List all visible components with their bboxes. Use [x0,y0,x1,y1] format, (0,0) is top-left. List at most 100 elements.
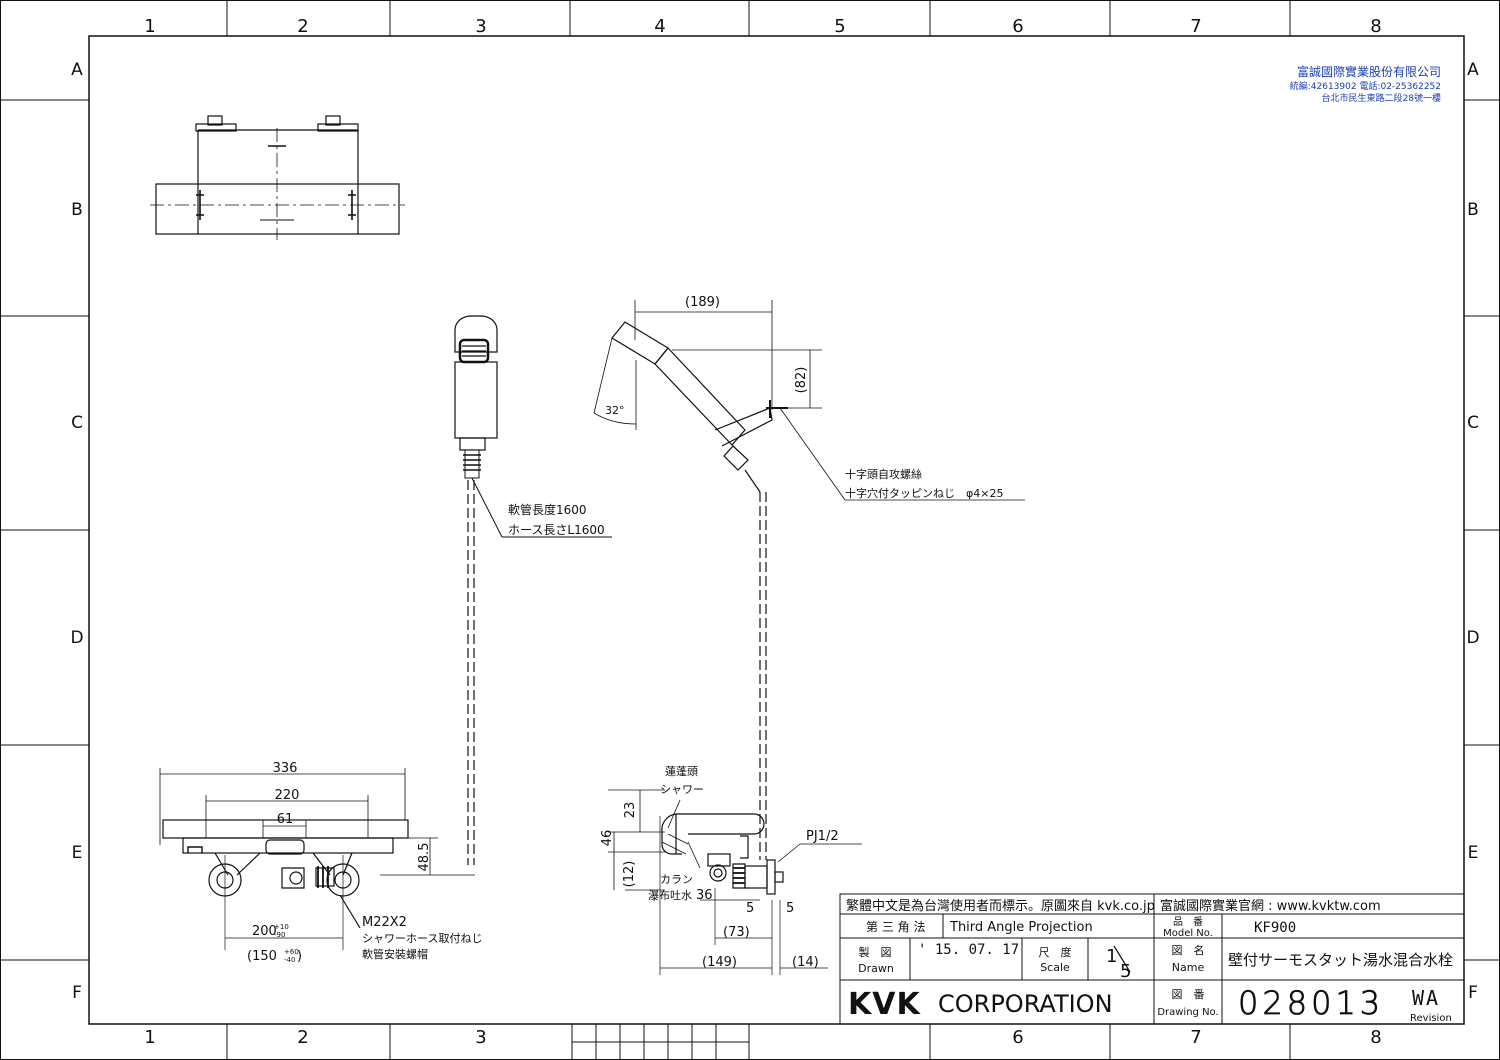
dim-200-tol-up: +10 [274,923,289,931]
dim-61: 61 [277,812,294,827]
row-labels: A B C D E F A B C D E F [70,60,1479,1003]
notice-text: 繁體中文是為台灣使用者而標示。原圖來自 kvk.co.jp [846,898,1155,914]
drawing-label-jp: 図 番 [1172,988,1205,1001]
col-label: 2 [297,1027,308,1048]
shower-head-front [454,315,498,865]
model-label-jp: 品 番 [1173,916,1203,928]
row-label: C [71,413,83,433]
corporation-text: CORPORATION [938,990,1113,1018]
dim-5a: 5 [746,901,754,916]
dim-82: (82) [794,367,809,394]
model-value: KF900 [1254,920,1296,936]
m22-zh: 軟管安裝螺帽 [362,947,428,961]
pj-label: PJ1/2 [806,829,839,844]
dim-220: 220 [275,788,300,803]
row-label: C [1467,413,1479,433]
row-label: A [71,60,83,80]
agent-address: 台北市民生東路二段28號一樓 [1322,92,1441,104]
scale-en: Scale [1040,961,1070,974]
dim-12: (12) [622,861,637,888]
m22-jp: シャワーホース取付ねじ [362,932,482,945]
row-label: E [1468,843,1479,863]
row-label: E [72,843,83,863]
dim-150-tol-up: +60 [284,948,299,956]
agent-info: 富誠國際實業股份有限公司 統編:42613902 電話:02-25362252 … [1290,64,1441,104]
row-label: B [1467,200,1479,220]
dim-150: (150 [247,949,277,964]
scale-denominator: 5 [1120,961,1131,982]
name-label-jp: 図 名 [1172,943,1205,957]
drawn-date: ' 15. 07. 17 [918,942,1019,958]
title-block [839,893,1465,1025]
spout-zh: 瀑布吐水 [648,889,692,902]
row-label: A [1467,60,1479,80]
col-label: 7 [1190,16,1201,37]
dim-lines-c [634,300,1025,501]
drawing-number: 028013 [1238,984,1384,1022]
shower-zh: 蓮蓬頭 [665,764,698,778]
faucet-front [159,768,475,950]
revision-value: WA [1412,986,1440,1010]
brand-logo: KVK [848,987,921,1022]
product-name: 壁付サーモスタット湯水混合水栓 [1228,951,1453,969]
dim-200: 200 [252,924,277,939]
col-label: 3 [475,1027,486,1048]
agent-company: 富誠國際實業股份有限公司 [1297,64,1441,79]
dim-150-tol-dn: -40 [284,956,295,964]
col-label: 6 [1012,1027,1023,1048]
dim-150-close: ) [297,949,302,964]
col-label: 4 [654,16,665,37]
website-text: 富誠國際實業官網 : www.kvktw.com [1160,898,1381,914]
col-label: 7 [1190,1027,1201,1048]
hose-length-jp: ホース長さL1600 [508,523,605,537]
shower-jp: シャワー [660,783,704,796]
dim-46: 46 [600,830,615,847]
screw-zh: 十字頭自攻螺絲 [845,467,922,481]
drawn-en: Drawn [858,962,894,975]
dim-5b: 5 [786,901,794,916]
column-labels: 1 2 3 4 5 6 7 8 1 2 3 6 7 8 [144,16,1381,1048]
faucet-side [608,789,862,975]
shower-head-side [593,321,788,860]
col-label: 2 [297,16,308,37]
row-label: F [1468,983,1478,1003]
dim-73: (73) [723,925,750,940]
projection-en: Third Angle Projection [949,920,1093,935]
col-label: 8 [1370,16,1381,37]
col-label: 1 [144,16,155,37]
dim-14: (14) [792,955,819,970]
revision-label: Revision [1410,1013,1452,1024]
col-label: 1 [144,1027,155,1048]
m22-label: M22X2 [362,915,407,930]
dim-36: 36 [696,888,713,903]
row-label: F [72,983,82,1003]
scale-jp: 尺 度 [1039,945,1072,959]
dim-149: (149) [702,955,737,970]
dim-189: (189) [685,295,720,310]
spout-jp: カラン [660,873,693,886]
row-label: D [70,628,83,648]
row-label: D [1466,628,1479,648]
agent-phone: 統編:42613902 電話:02-25362252 [1290,80,1441,92]
dim-48-5: 48.5 [417,843,432,872]
drawn-jp: 製 図 [859,945,892,959]
dim-200-tol-dn: -90 [274,931,285,939]
col-label: 6 [1012,16,1023,37]
hose-leader [471,477,612,538]
drawing-label-en: Drawing No. [1157,1007,1218,1018]
hose-length-zh: 軟管長度1600 [508,502,587,517]
scale-numerator: 1 [1106,946,1117,967]
col-label: 8 [1370,1027,1381,1048]
top-view [150,115,405,240]
dim-336: 336 [273,761,298,776]
name-label-en: Name [1172,961,1205,974]
dim-angle: 32° [605,404,625,417]
col-label: 5 [834,16,845,37]
col-label: 3 [475,16,486,37]
screw-jp: 十字穴付タッピンねじ φ4×25 [845,486,1003,500]
bottom-ruler [571,1023,750,1060]
row-label: B [71,200,83,220]
dim-23: 23 [623,802,638,819]
